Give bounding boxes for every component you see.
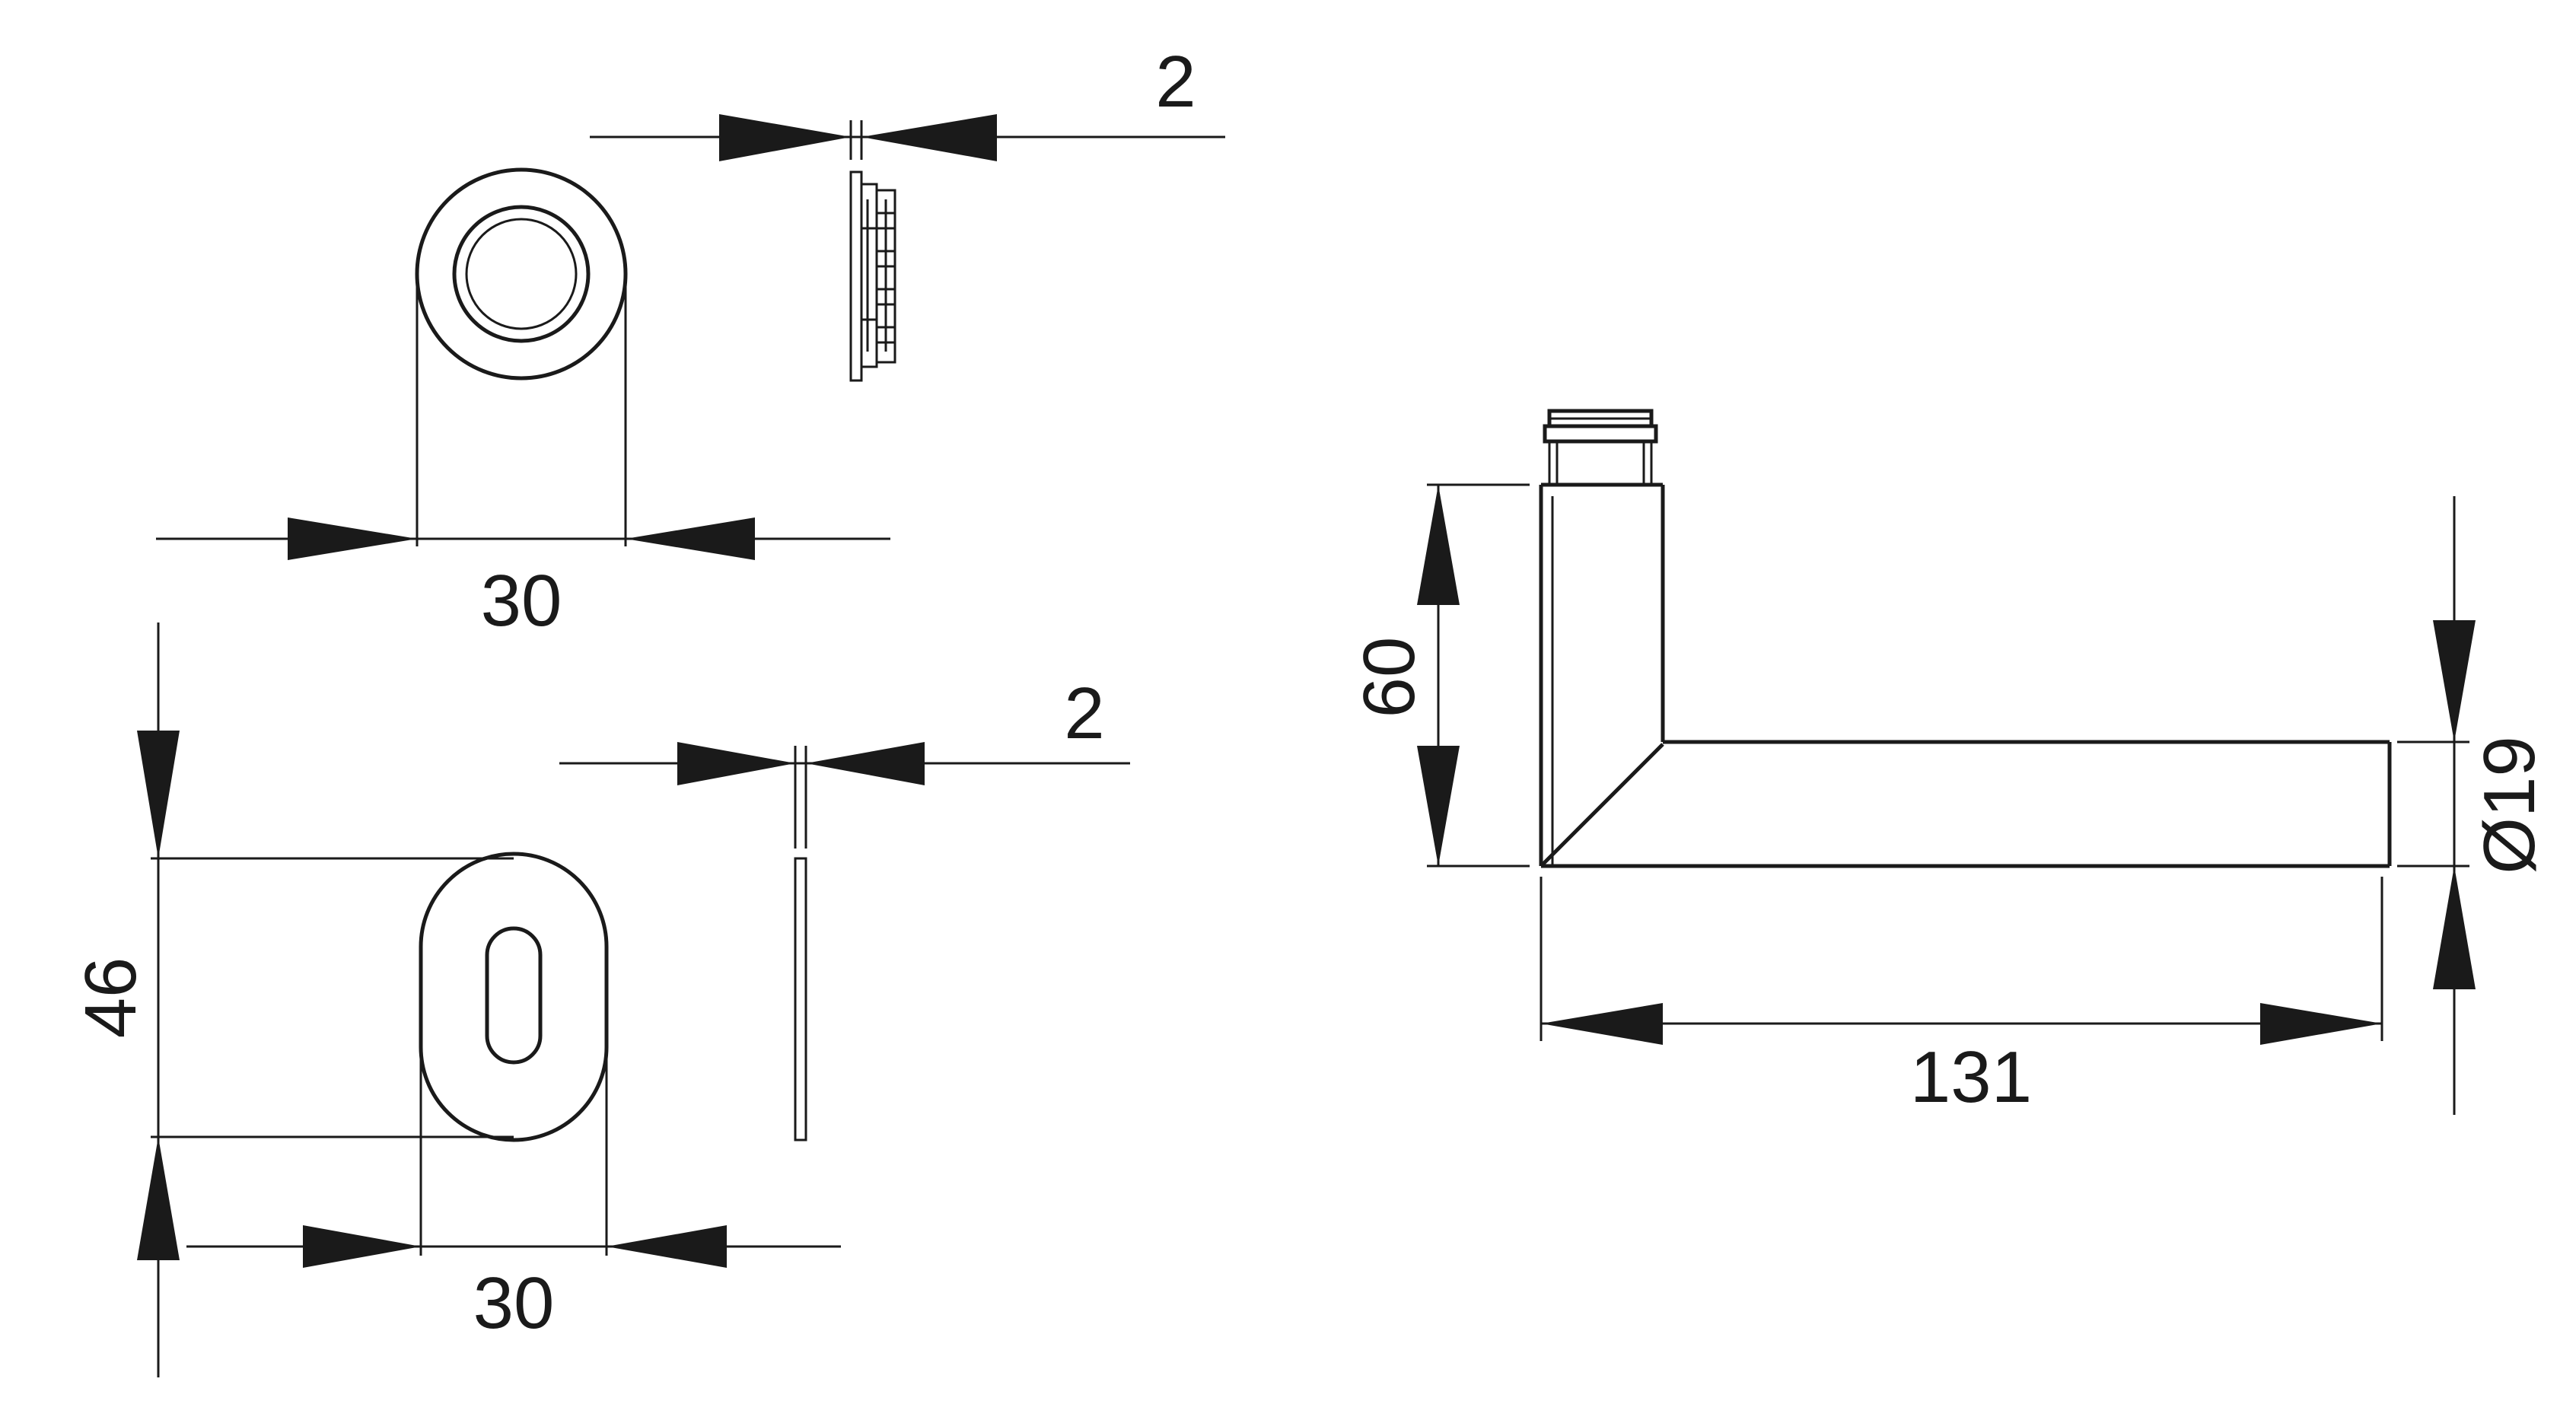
handle-height-label: 60 (1348, 637, 1430, 718)
handle-diameter-dimension: Ø19 (2397, 496, 2550, 1115)
rose-thickness-label: 2 (1155, 41, 1196, 123)
handle-height-dimension: 60 (1348, 483, 1530, 868)
escutcheon-side-view (794, 857, 807, 1141)
rose-width-label: 30 (481, 560, 562, 642)
lever-handle (1539, 409, 2392, 868)
handle-length-label: 131 (1910, 1036, 2032, 1118)
escutcheon-front-view (151, 852, 609, 1256)
rose-front-view (415, 167, 628, 546)
escutcheon-width-dimension: 30 (186, 1225, 841, 1344)
rose-thickness-dimension: 2 (590, 41, 1225, 161)
handle-diameter-label: Ø19 (2469, 736, 2550, 874)
escutcheon-thickness-label: 2 (1064, 673, 1104, 754)
rose-side-view (849, 170, 896, 382)
handle-length-dimension: 131 (1540, 877, 2383, 1118)
escutcheon-thickness-dimension: 2 (559, 673, 1130, 849)
rose-width-dimension: 30 (156, 517, 890, 642)
escutcheon-height-dimension: 46 (70, 622, 180, 1377)
escutcheon-width-label: 30 (473, 1262, 555, 1344)
escutcheon-height-label: 46 (70, 957, 151, 1039)
